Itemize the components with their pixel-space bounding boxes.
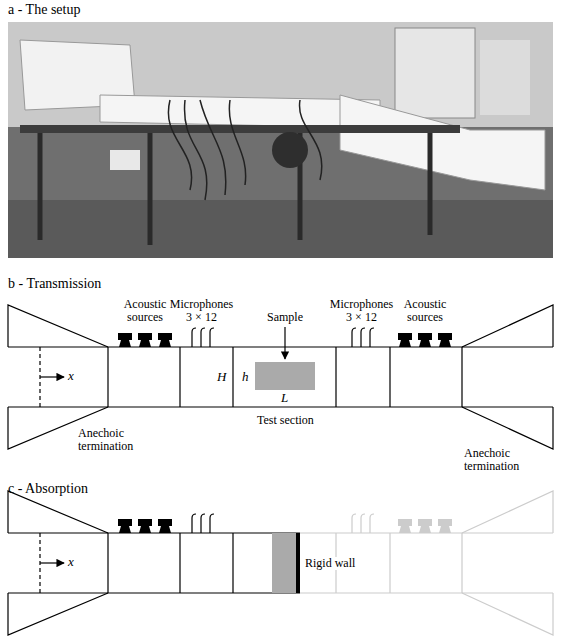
leader-arrow	[284, 327, 285, 359]
microphone-symbol	[352, 328, 356, 347]
source-symbol	[418, 333, 432, 347]
used-part	[8, 491, 300, 635]
source-symbol	[398, 519, 412, 526]
part-label: Test section	[257, 414, 314, 427]
photo-ground	[8, 22, 553, 258]
source-symbol	[419, 526, 431, 533]
part-label: Microphones 3 × 12	[329, 298, 394, 324]
duct-walls	[8, 347, 553, 407]
part-label: Sample	[267, 311, 303, 324]
microphone-symbol	[210, 328, 214, 347]
dimension-label: h	[242, 370, 249, 383]
part-label: Anechoic termination	[78, 427, 147, 453]
microphones	[192, 328, 374, 347]
microphone-symbol	[370, 514, 374, 533]
dimension-label: L	[281, 391, 288, 404]
part-label: Acoustic sources	[398, 298, 452, 324]
unused-part	[300, 491, 553, 635]
microphone-symbol	[370, 328, 374, 347]
axis-arrow	[40, 562, 64, 563]
source-symbol	[438, 519, 452, 526]
anechoic-horn	[462, 491, 553, 635]
unused-sources	[398, 519, 452, 533]
microphone-symbol	[361, 328, 365, 347]
photo-wall	[8, 22, 553, 127]
source-symbol	[158, 519, 172, 533]
microphone-symbol	[352, 514, 356, 533]
photo-cables	[168, 100, 321, 200]
microphone-symbol	[201, 514, 205, 533]
photo-poster	[395, 28, 475, 118]
source-symbol	[118, 519, 132, 533]
absorption-duct	[8, 491, 553, 635]
dimension-label: H	[217, 370, 226, 383]
source-symbol	[138, 333, 152, 347]
microphone-symbol	[192, 328, 196, 347]
part-label: Acoustic sources	[118, 298, 172, 324]
axis-label: x	[68, 555, 74, 568]
photo-duct	[100, 95, 380, 128]
microphone-symbol	[210, 514, 214, 533]
duct-walls	[8, 533, 300, 593]
photo-floor	[8, 200, 553, 258]
source-symbol	[158, 333, 172, 347]
microphone-symbol	[361, 514, 365, 533]
microphone-symbol	[201, 328, 205, 347]
setup-photo	[8, 22, 553, 258]
panel-heading: c - Absorption	[8, 481, 88, 497]
axis-label: x	[68, 369, 74, 382]
microphone-symbol	[192, 514, 196, 533]
source-symbol	[438, 333, 452, 347]
source-symbol	[399, 526, 411, 533]
part-label: Anechoic termination	[464, 447, 533, 473]
photo-horn-right	[340, 95, 545, 190]
duct-walls	[300, 533, 553, 593]
panel-heading: b - Transmission	[8, 276, 101, 292]
part-label: Microphones 3 × 12	[169, 298, 234, 324]
axis-arrow	[40, 376, 64, 377]
source-symbol	[398, 333, 412, 347]
photo-table	[20, 125, 460, 133]
sample-block	[255, 362, 315, 390]
source-symbol	[138, 519, 152, 533]
photo-box	[110, 150, 140, 170]
source-symbol	[418, 519, 432, 526]
source-symbol	[118, 333, 132, 347]
source-symbol	[439, 526, 451, 533]
panel-heading: a - The setup	[8, 2, 80, 18]
photo-speaker	[272, 132, 308, 168]
photo-table-legs	[40, 133, 430, 245]
part-label: Rigid wall	[303, 557, 357, 570]
anechoic-horn	[8, 491, 108, 635]
absorber-sample	[272, 533, 296, 593]
acoustic-sources	[118, 333, 452, 347]
rigid-wall	[296, 533, 300, 593]
anechoic-horn	[462, 305, 553, 449]
photo-door	[480, 40, 530, 115]
section-joints	[108, 533, 233, 593]
